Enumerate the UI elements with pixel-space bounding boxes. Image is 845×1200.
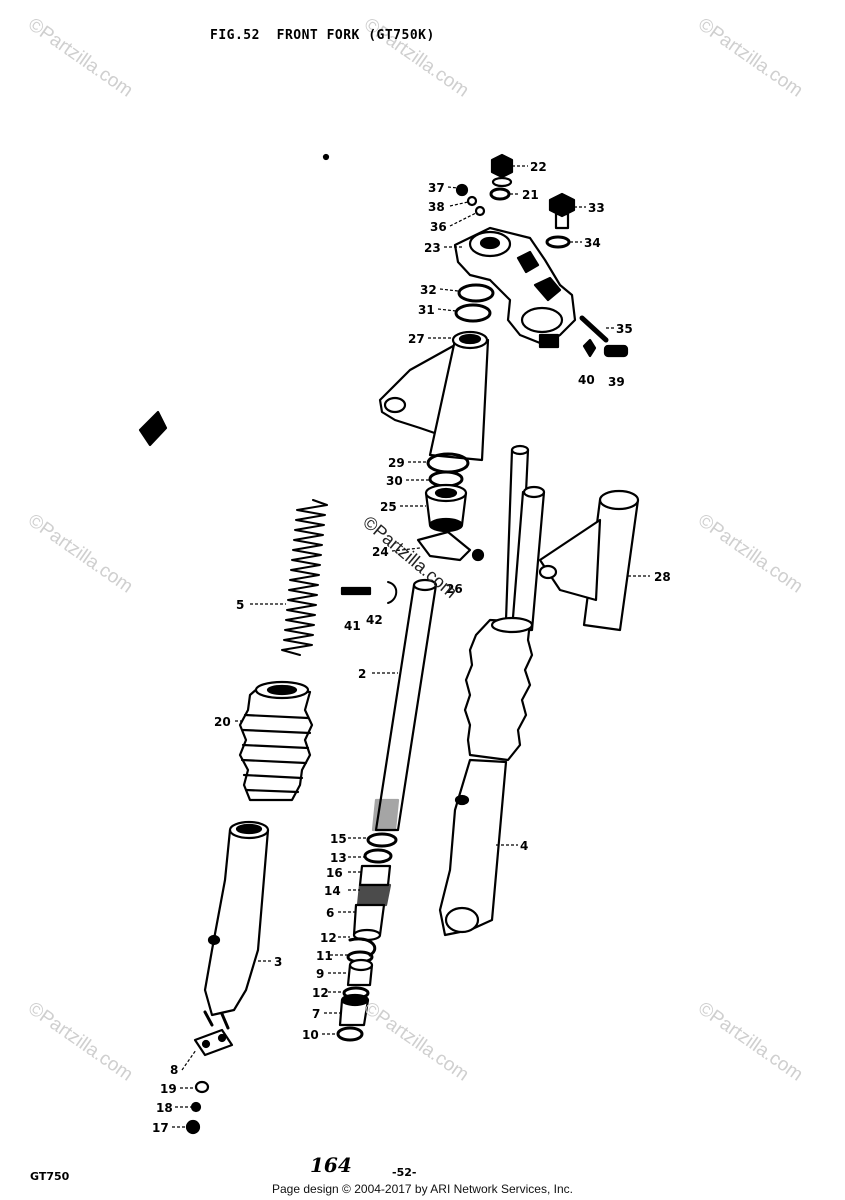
callout-label: 12 [320, 931, 337, 945]
callout-label: 36 [430, 220, 447, 234]
ink-dot [322, 153, 330, 161]
part-17 [185, 1119, 201, 1135]
callout-label: 41 [344, 619, 361, 633]
callout-label: 28 [654, 570, 671, 584]
callout-label: 22 [530, 160, 547, 174]
part-2-inner-tube [371, 578, 438, 832]
callout-label: 9 [316, 967, 324, 981]
part-40 [582, 338, 597, 358]
part-5-spring [281, 499, 328, 656]
part-4-right-slider [438, 616, 534, 937]
part-33-bolt [548, 192, 576, 230]
part-14 [356, 883, 392, 907]
callout-label: 7 [312, 1007, 320, 1021]
callout-label: 34 [584, 236, 601, 250]
part-36 [474, 205, 486, 217]
callout-label: 19 [160, 1082, 177, 1096]
callout-label: 29 [388, 456, 405, 470]
page-number: 164 [310, 1153, 352, 1177]
callout-label: 10 [302, 1028, 319, 1042]
figure-title: FIG.52 FRONT FORK (GT750K) [210, 28, 435, 43]
model-label: GT750 [30, 1170, 70, 1183]
part-39 [603, 344, 629, 358]
callout-label: 15 [330, 832, 347, 846]
callout-label: 25 [380, 500, 397, 514]
part-15 [366, 832, 398, 848]
callout-label: 31 [418, 303, 435, 317]
part-10 [336, 1026, 364, 1042]
callout-label: 2 [358, 667, 366, 681]
part-37 [455, 183, 469, 197]
callout-label: 39 [608, 375, 625, 389]
callout-label: 13 [330, 851, 347, 865]
part-31-ring [454, 303, 492, 323]
part-12-a [348, 937, 377, 957]
part-21-washer [489, 187, 511, 201]
part-7 [338, 993, 370, 1027]
callout-label: 12 [312, 986, 329, 1000]
callout-label: 37 [428, 181, 445, 195]
callout-label: 33 [588, 201, 605, 215]
callout-label: 35 [616, 322, 633, 336]
part-32-seal [457, 283, 495, 303]
callout-label: 27 [408, 332, 425, 346]
callout-label: 18 [156, 1101, 173, 1115]
part-27-lower-bracket [378, 330, 490, 462]
callout-label: 5 [236, 598, 244, 612]
part-26 [471, 548, 485, 562]
part-16 [358, 864, 392, 887]
callout-label: 6 [326, 906, 334, 920]
part-25-bearing [424, 483, 468, 533]
callout-label: 14 [324, 884, 341, 898]
part-20-boot [238, 680, 314, 802]
part-24 [416, 530, 472, 562]
callout-label: 4 [520, 839, 528, 853]
part-13 [363, 848, 393, 864]
callout-label: 32 [420, 283, 437, 297]
callout-label: 3 [274, 955, 282, 969]
callout-label: 20 [214, 715, 231, 729]
callout-label: 11 [316, 949, 333, 963]
callout-label: 26 [446, 582, 463, 596]
callout-label: 21 [522, 188, 539, 202]
part-22-cap-bolt [490, 153, 514, 188]
callout-label: 23 [424, 241, 441, 255]
sub-page-number: -52- [392, 1166, 417, 1179]
callout-label: 17 [152, 1121, 169, 1135]
part-3-left-slider [203, 820, 270, 1030]
callout-label: 16 [326, 866, 343, 880]
callout-label: 30 [386, 474, 403, 488]
callout-label: 40 [578, 373, 595, 387]
part-28-bracket [538, 489, 640, 632]
stem-and-right-tube [504, 444, 546, 632]
leader-lines [172, 165, 650, 1128]
part-41-bolt [340, 586, 372, 596]
ink-mark [138, 410, 168, 447]
damper-parts [352, 832, 398, 942]
part-38 [466, 195, 478, 207]
callout-label: 8 [170, 1063, 178, 1077]
part-34-washer [545, 235, 571, 249]
part-19 [194, 1080, 210, 1094]
callout-label: 42 [366, 613, 383, 627]
part-42-clip [387, 581, 398, 604]
part-23-upper-bracket [453, 226, 577, 349]
part-8-holder [193, 1028, 234, 1057]
part-9 [346, 958, 374, 987]
part-35-bolt [579, 315, 609, 343]
callout-label: 38 [428, 200, 445, 214]
callout-label: 24 [372, 545, 389, 559]
footer-copyright: Page design © 2004-2017 by ARI Network S… [271, 1182, 573, 1196]
part-18 [190, 1101, 202, 1113]
